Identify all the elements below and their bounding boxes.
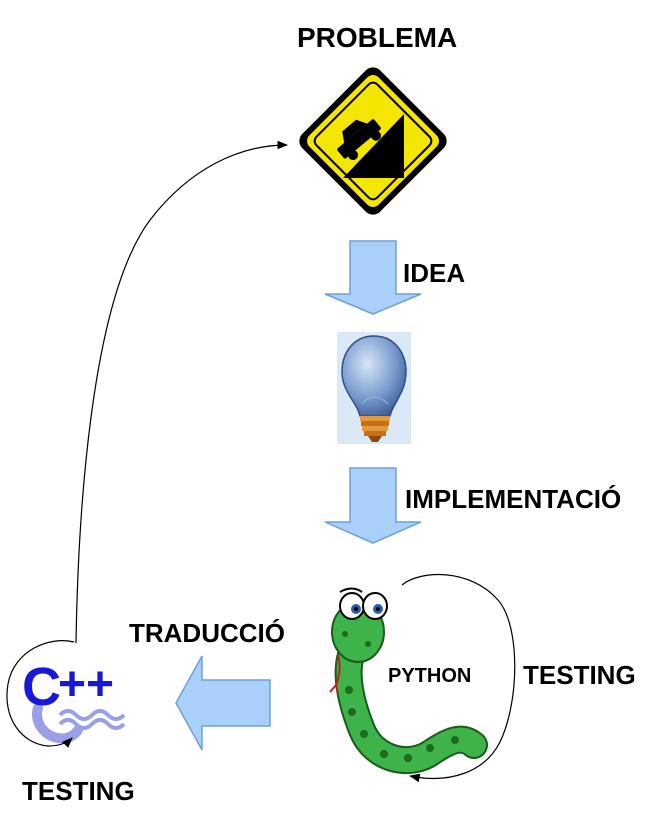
problem-title: PROBLEMA xyxy=(297,22,458,53)
step-translation-label: TRADUCCIÓ xyxy=(129,618,285,648)
python-snake-icon xyxy=(329,587,488,774)
arrow-down-idea xyxy=(324,240,422,315)
testing-python-label: TESTING xyxy=(523,660,636,690)
step-idea-label: IDEA xyxy=(403,258,466,288)
cpp-testing-loop xyxy=(6,640,75,748)
cpp-logo-icon: C ++ xyxy=(22,657,126,744)
arrow-left-translation xyxy=(175,655,271,751)
arrow-down-implementation xyxy=(324,467,422,544)
warning-sign-icon xyxy=(299,67,447,215)
step-implementation-label: IMPLEMENTACIÓ xyxy=(405,484,622,514)
python-label: PYTHON xyxy=(388,665,472,687)
feedback-curve-arrow xyxy=(75,140,289,644)
testing-cpp-label: TESTING xyxy=(22,776,135,806)
svg-text:C: C xyxy=(22,657,61,717)
lightbulb-icon xyxy=(337,332,411,444)
python-testing-loop xyxy=(401,573,516,783)
svg-text:++: ++ xyxy=(58,658,114,711)
